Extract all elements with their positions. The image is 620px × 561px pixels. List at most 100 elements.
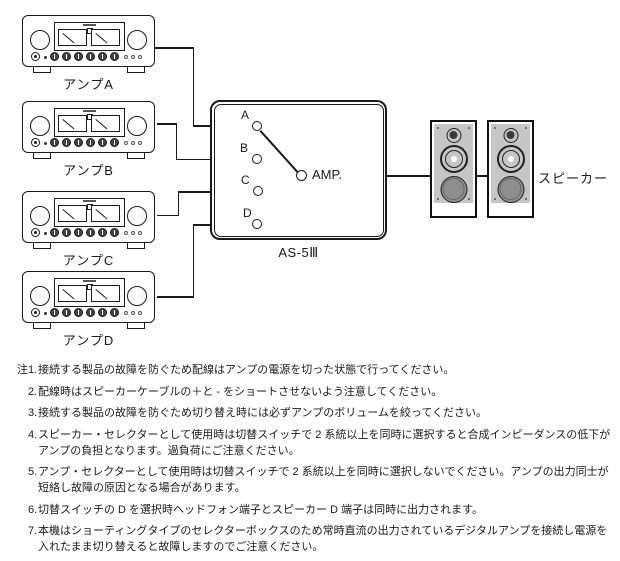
vu-meter-panel (54, 198, 125, 227)
meter-needle (62, 33, 75, 44)
note-prefix: 注 (17, 364, 28, 376)
terminal-d-label: D (243, 206, 252, 220)
note-text: 本機はショーティングタイプのセレクターボックスのため常時直流の出力されているデジ… (38, 525, 608, 553)
control-knob (74, 52, 83, 61)
note-item-4: 4. スピーカー・セレクターとして使用時は切替スイッチで 2 系統以上を同時に選… (8, 427, 614, 459)
control-row (23, 138, 156, 150)
meter-needle (95, 33, 108, 44)
mini-button (124, 54, 128, 59)
note-item-2: 2. 配線時はスピーカーケーブルの＋と - をショートさせないよう注意してくださ… (8, 384, 614, 400)
control-row (23, 308, 156, 320)
control-knob (50, 138, 59, 147)
volume-knob (30, 206, 50, 226)
amp-foot (33, 67, 51, 73)
input-knob (31, 52, 40, 61)
wire-amp-d (192, 224, 194, 298)
amplifier-a: アンプA (22, 15, 155, 93)
amplifier-front-panel (22, 271, 156, 329)
vu-meter-left (58, 285, 87, 302)
amp-foot (127, 323, 145, 329)
control-knob (110, 138, 119, 147)
control-knob (62, 308, 71, 317)
speaker-label: スピーカー (538, 171, 609, 186)
note-number: 4. (28, 428, 38, 441)
amp-foot (33, 153, 51, 159)
terminal-c (253, 186, 263, 196)
volume-knob (30, 116, 50, 136)
selector-knob (127, 206, 147, 226)
amplifier-front-panel (22, 191, 156, 249)
meter-needle (95, 119, 108, 130)
amplifier-c-label: アンプC (62, 253, 115, 268)
selector-knob (127, 30, 147, 50)
volume-knob (30, 286, 50, 306)
amp-foot (127, 243, 145, 249)
vu-meter-right (91, 205, 120, 222)
control-knob (74, 138, 83, 147)
amp-foot (33, 243, 51, 249)
control-knob (98, 52, 107, 61)
mini-button (124, 140, 128, 145)
brand-mark (83, 280, 96, 282)
amp-foot (33, 323, 51, 329)
note-text: 配線時はスピーカーケーブルの＋と - をショートさせないよう注意してください。 (38, 385, 443, 398)
note-item-6: 6. 切替スイッチの D を選択時ヘッドフォン端子とスピーカー D 端子は同時に… (8, 502, 614, 518)
volume-knob (30, 30, 50, 50)
note-item-5: 5. アンプ・セレクターとして使用時は切替スイッチで 2 系統以上を同時に選択し… (8, 464, 614, 496)
wire-speaker-link (477, 175, 487, 177)
meter-needle (95, 209, 108, 220)
amplifier-b: アンプB (22, 101, 155, 179)
tweeter (446, 128, 461, 143)
vu-meter-panel (54, 278, 125, 307)
control-knob (98, 138, 107, 147)
mini-button (138, 140, 142, 145)
screw (437, 198, 439, 200)
indicator-dot (44, 55, 47, 59)
mini-button (124, 230, 128, 235)
note-number: 6. (28, 503, 38, 516)
output-terminal (296, 170, 307, 181)
selector-box: A B C D AMP. (210, 100, 387, 240)
vu-meter-panel (54, 108, 125, 137)
control-knob (110, 52, 119, 61)
amplifier-d-label: アンプD (62, 333, 115, 348)
meter-needle (62, 289, 75, 300)
control-knob (50, 228, 59, 237)
speaker-baffle (491, 124, 530, 203)
vu-meter-left (58, 205, 87, 222)
amplifier-front-panel (22, 15, 155, 73)
note-item-7: 7. 本機はショーティングタイプのセレクターボックスのため常時直流の出力されてい… (8, 523, 614, 555)
input-knob (31, 138, 40, 147)
mid-driver (496, 145, 525, 173)
control-knob (50, 308, 59, 317)
brand-mark (83, 24, 96, 26)
indicator-dot (44, 231, 47, 235)
mini-button (138, 230, 142, 235)
control-row (23, 228, 156, 240)
note-text: 切替スイッチの D を選択時ヘッドフォン端子とスピーカー D 端子は同時に出力さ… (38, 503, 484, 516)
meter-needle (95, 289, 108, 300)
input-knob (31, 228, 40, 237)
amp-foot (127, 67, 145, 73)
mini-button (138, 54, 142, 59)
selector-knob (127, 116, 147, 136)
amp-foot (127, 153, 145, 159)
note-number: 7. (28, 525, 38, 537)
mid-driver (439, 145, 468, 173)
control-knob (86, 52, 95, 61)
control-knob (86, 228, 95, 237)
control-knob (86, 308, 95, 317)
control-knob (62, 228, 71, 237)
control-knob (86, 138, 95, 147)
wire-amp-c (157, 214, 179, 216)
vu-meter-panel (54, 22, 125, 51)
control-knob (62, 52, 71, 61)
control-knob (110, 228, 119, 237)
speaker-left (430, 120, 477, 218)
output-terminal-label: AMP. (312, 167, 343, 182)
note-text: アンプ・セレクターとして使用時は切替スイッチで 2 系統以上を同時に選択しないで… (38, 466, 609, 494)
screw (525, 198, 527, 200)
terminal-d (252, 219, 262, 229)
wire-amp-b (175, 123, 177, 160)
